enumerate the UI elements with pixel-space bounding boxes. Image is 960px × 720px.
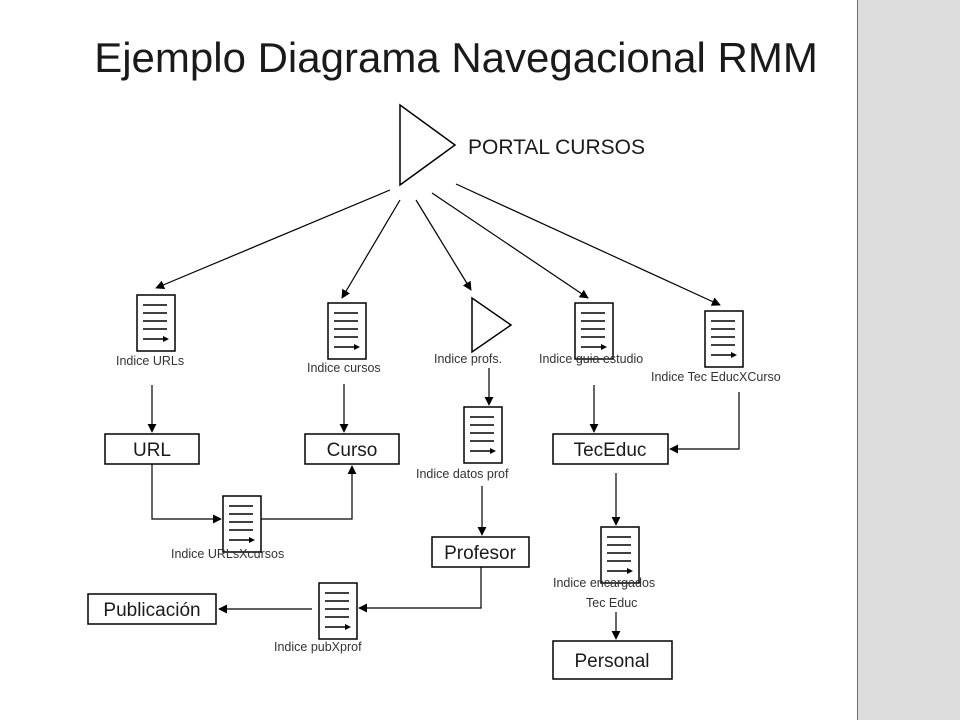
entity-personal: Personal: [552, 640, 673, 680]
indice-pubxprof-label: Indice pubXprof: [274, 640, 362, 654]
entity-publicacion: Publicación: [87, 593, 217, 625]
edge-url-to-urlsxcursos: [151, 464, 222, 524]
entity-teceduc-label: TecEduc: [574, 440, 647, 461]
indice-profs-label: Indice profs.: [434, 352, 502, 366]
indice-encargados-label: Indice encargados: [553, 576, 655, 590]
entity-curso: Curso: [304, 433, 400, 465]
portal-triangle-icon: [399, 103, 457, 187]
entity-publicacion-label: Publicación: [103, 600, 200, 621]
indice-urls-label: Indice URLs: [116, 354, 184, 368]
entity-personal-label: Personal: [575, 651, 650, 672]
indice-datos-prof-icon: [463, 406, 503, 464]
indice-teceducxcurso-icon: [704, 310, 744, 368]
entity-profesor-label: Profesor: [444, 543, 516, 564]
edge-portal-to-indice-cursos: [341, 199, 401, 299]
entity-url-label: URL: [133, 440, 171, 461]
entity-teceduc: TecEduc: [552, 433, 669, 465]
edge-teceducxcurso-to-teceduc: [669, 392, 740, 454]
indice-urlsxcursos-label: Indice URLsXcursos: [171, 547, 284, 561]
indice-urlsxcursos-icon: [222, 495, 262, 553]
entity-profesor: Profesor: [431, 536, 530, 568]
indice-encargados-icon: [600, 526, 640, 584]
side-panel: [857, 0, 960, 720]
edge-portal-to-indice-guia: [431, 192, 589, 299]
indice-teceducxcurso-label: Indice Tec EducXCurso: [651, 370, 781, 384]
indice-cursos-icon: [327, 302, 367, 360]
indice-urls-icon: [136, 294, 176, 352]
indice-guia-icon: [574, 302, 614, 360]
edge-portal-to-indice-profs: [415, 199, 472, 291]
indice-cursos-label: Indice cursos: [307, 361, 381, 375]
edge-profesor-to-pubxprof: [358, 567, 482, 613]
entity-url: URL: [104, 433, 200, 465]
entity-curso-label: Curso: [327, 440, 378, 461]
indice-datos-prof-label: Indice datos prof: [416, 467, 509, 481]
indice-guia-label: Indice guia estudio: [539, 352, 643, 366]
edge-portal-to-indice-teceducxcurso: [455, 183, 721, 306]
edge-portal-to-indice-urls: [155, 189, 391, 290]
portal-label: PORTAL CURSOS: [468, 136, 645, 159]
indice-encargados-label-2: Tec Educ: [586, 596, 637, 610]
indice-profs-triangle-icon: [471, 296, 513, 354]
indice-pubxprof-icon: [318, 582, 358, 640]
slide-title: Ejemplo Diagrama Navegacional RMM: [94, 34, 818, 81]
edge-urlsxcursos-to-curso: [261, 465, 357, 520]
